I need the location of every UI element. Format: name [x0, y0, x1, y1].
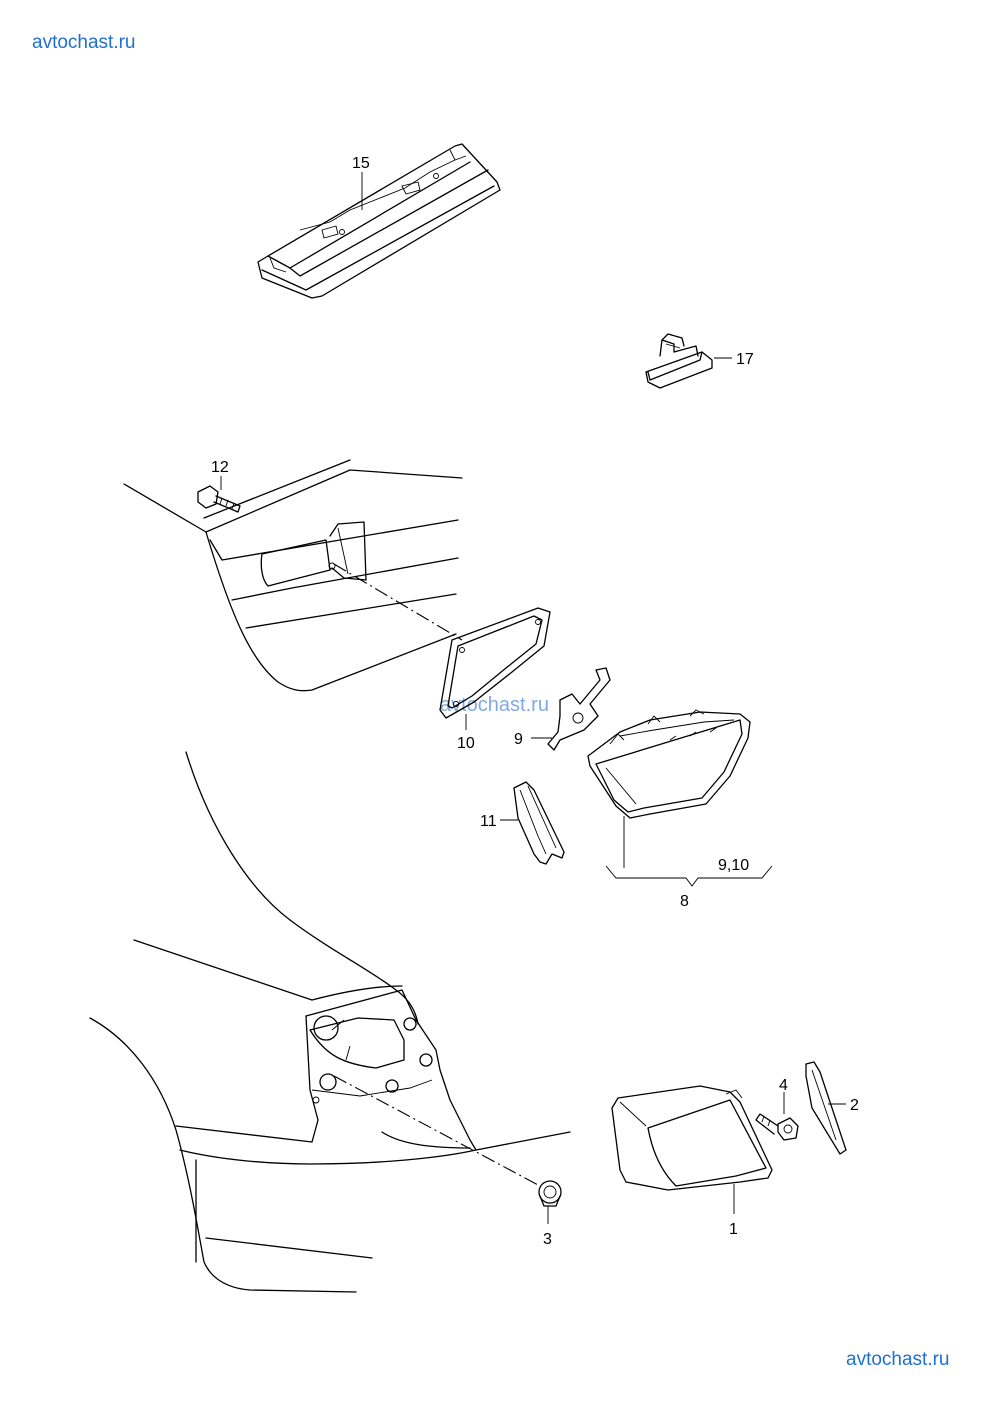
bracket-8 — [605, 865, 773, 887]
part-8-inner-lamp — [587, 709, 751, 819]
car-body-quarter — [89, 751, 571, 1293]
callout-9: 9 — [514, 731, 523, 748]
callout-11: 11 — [480, 813, 497, 830]
callout-15: 15 — [352, 155, 370, 172]
callout-3: 3 — [543, 1231, 552, 1248]
callout-17: 17 — [736, 351, 754, 368]
tailgate-panel — [123, 459, 463, 692]
assembly-line-lower — [333, 1075, 541, 1187]
part-1-outer-lamp — [611, 1085, 773, 1191]
part-10-gasket — [439, 607, 551, 719]
callout-4: 4 — [779, 1077, 788, 1094]
callout-8: 8 — [680, 893, 689, 910]
part-3-clip — [538, 1180, 562, 1207]
callout-1: 1 — [729, 1221, 738, 1238]
part-11-trim — [513, 781, 565, 865]
callout-2: 2 — [850, 1097, 859, 1114]
part-9-bracket — [547, 667, 611, 751]
part-15-brake-light — [257, 143, 501, 299]
watermark-bottom: avtochast.ru — [846, 1349, 950, 1370]
assembly-line-upper — [333, 563, 463, 641]
part-17-plate-light — [645, 333, 713, 389]
watermark-top: avtochast.ru — [32, 32, 136, 53]
callout-10: 10 — [457, 735, 475, 752]
callout-12: 12 — [211, 459, 229, 476]
part-2-pad — [805, 1061, 847, 1155]
callout-9-10: 9,10 — [718, 857, 749, 874]
part-4-screw — [755, 1113, 799, 1141]
part-12-bolt — [197, 485, 241, 513]
